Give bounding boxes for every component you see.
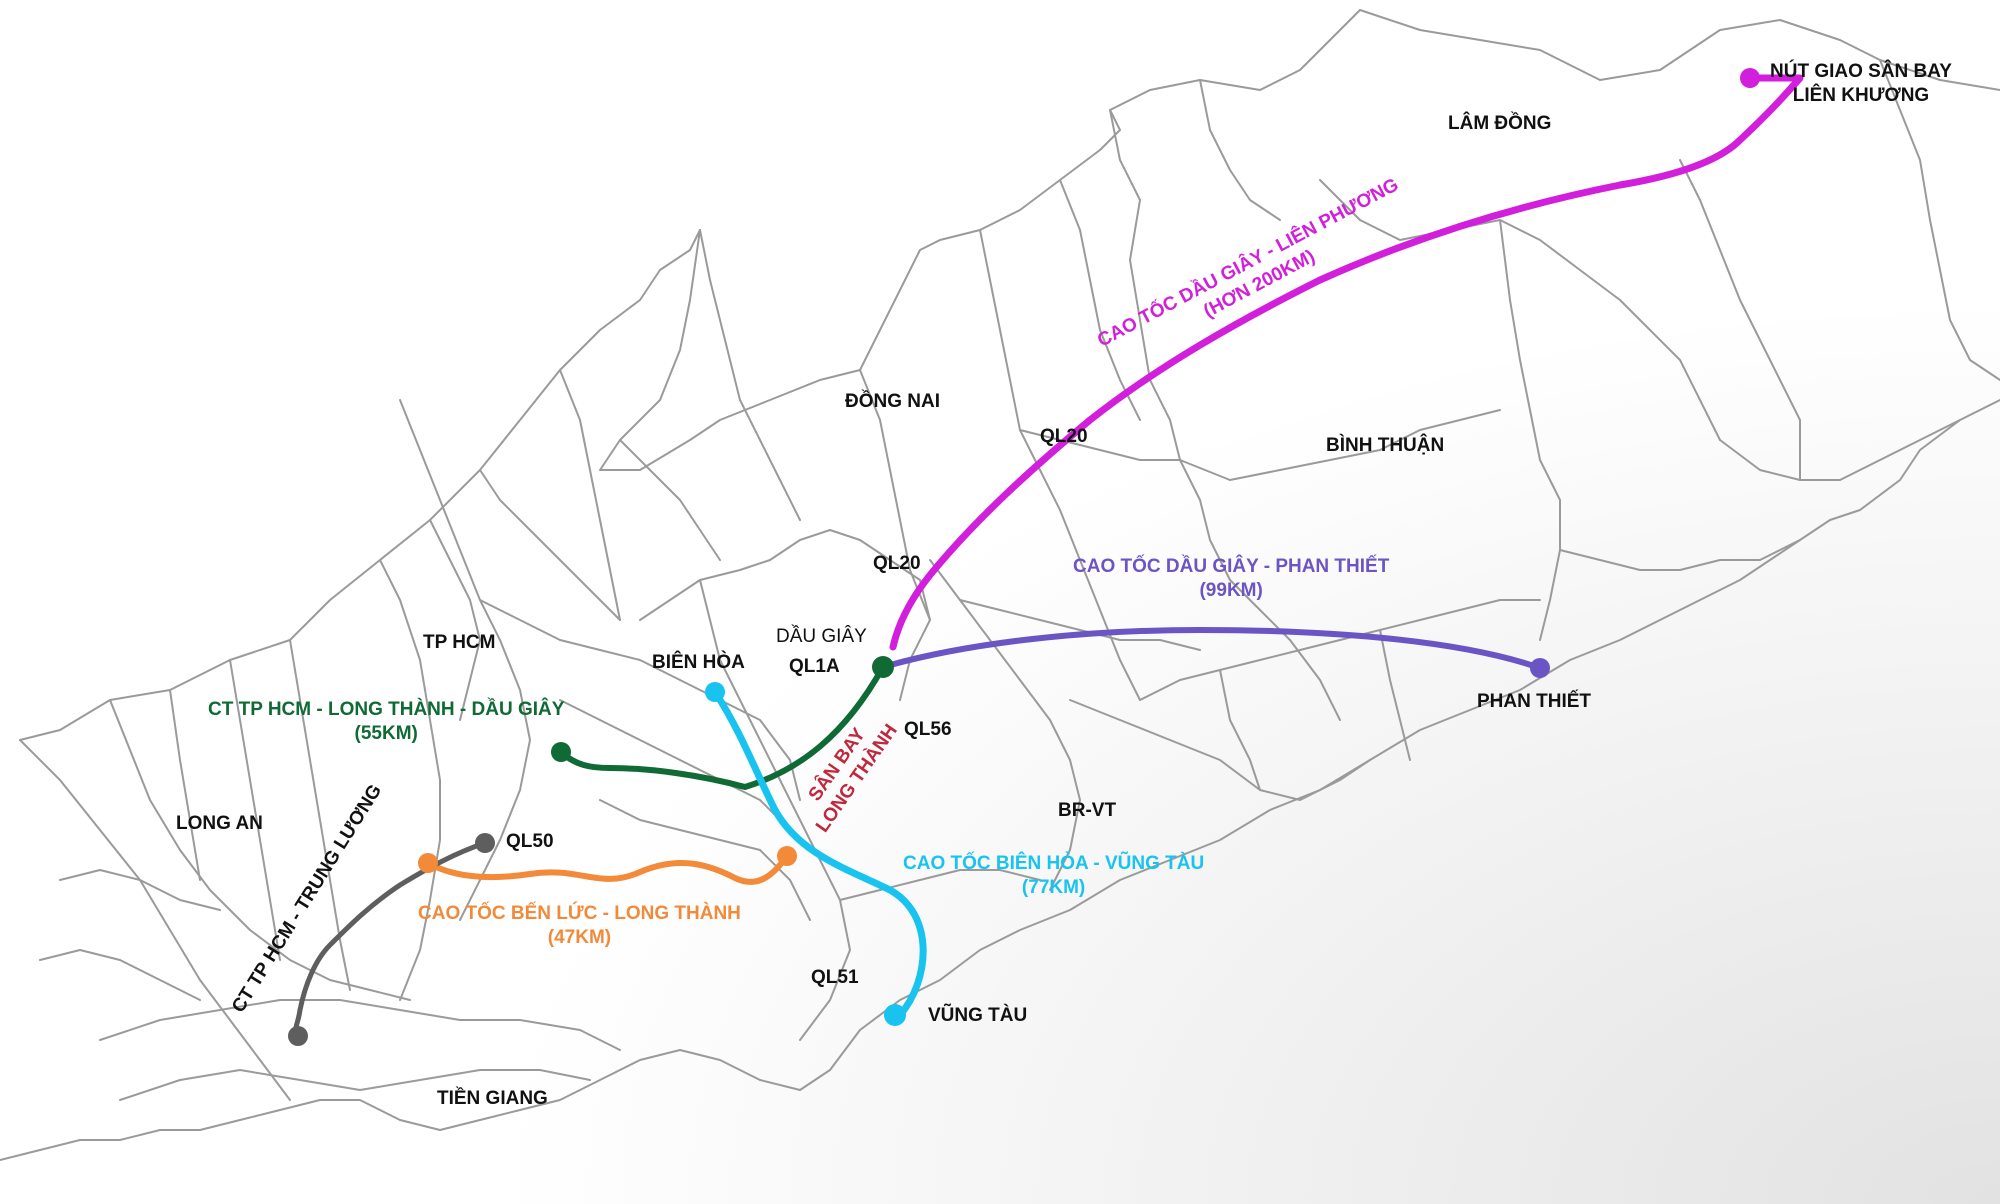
border-inner-7: [1379, 629, 1411, 761]
border-far-east: [1879, 59, 2000, 381]
lien-khuong-line1: NÚT GIAO SÂN BAY: [1770, 61, 1952, 82]
border-inner-16: [599, 799, 811, 921]
province-label-dong-nai: ĐỒNG NAI: [845, 391, 940, 412]
border-inner-4: [979, 229, 1141, 701]
route-label-bien-hoa-vung-tau: CAO TỐC BIÊN HÒA - VŨNG TÀU (77KM): [903, 852, 1204, 900]
border-dongnai-brvt: [929, 559, 1081, 891]
endpoint-vung-tau: [884, 1004, 906, 1026]
route-name-dau-giay-phan-thiet: CAO TỐC DẦU GIÂY - PHAN THIẾT: [1073, 556, 1390, 577]
route-lines: [292, 74, 1804, 1039]
place-label-dau-giay: DẦU GIÂY: [776, 625, 867, 649]
province-label-br-vt: BR-VT: [1058, 800, 1117, 821]
route-length-hcm-long-thanh-dau-giay: (55KM): [354, 722, 418, 744]
border-inner-14: [619, 439, 721, 561]
border-inner-6: [1139, 599, 1541, 701]
place-label-lien-khuong: NÚT GIAO SÂN BAY LIÊN KHƯƠNG: [1770, 60, 1952, 108]
region-outline-north: [599, 9, 1361, 471]
endpoint-dau-giay: [872, 656, 894, 678]
route-length-dau-giay-phan-thiet: (99KM): [1199, 579, 1263, 601]
border-inner-2: [699, 229, 801, 521]
south-coast: [0, 1049, 801, 1161]
route-line-dau-giay-phan-thiet: [880, 627, 1543, 671]
place-label-vung-tau: VŨNG TÀU: [928, 1005, 1028, 1026]
place-label-bien-hoa: BIÊN HÒA: [652, 652, 745, 673]
border-binhthuan-inner: [1499, 219, 1561, 641]
border-inner-9: [289, 639, 351, 991]
border-inner-22: [59, 869, 221, 911]
route-line-bien-hoa-vung-tau: [711, 688, 927, 1019]
route-line-hcm-long-thanh-dau-giay: [558, 664, 886, 790]
province-label-long-an: LONG AN: [176, 813, 263, 834]
place-label-dau-giay-text: DẦU GIÂY: [776, 626, 867, 647]
route-name-ben-luc-long-thanh: CAO TỐC BẾN LỨC - LONG THÀNH: [418, 903, 741, 924]
border-inner-15: [559, 699, 801, 841]
road-label-ql50: QL50: [506, 831, 554, 852]
road-label-ql20-upper: QL20: [1040, 426, 1088, 447]
border-inner-18: [1199, 79, 1281, 221]
border-inner-21: [839, 869, 1041, 901]
border-inner-1: [559, 369, 621, 621]
border-hcm-3: [379, 559, 441, 1001]
endpoint-hcm-long-thanh: [551, 742, 571, 762]
route-label-dau-giay-phan-thiet: CAO TỐC DẦU GIÂY - PHAN THIẾT (99KM): [1073, 555, 1389, 603]
border-inner-23: [39, 949, 201, 1001]
border-tiengiang-2: [119, 1069, 591, 1101]
border-bienhoa-2: [699, 579, 851, 1041]
border-inner-20: [959, 599, 1201, 651]
border-dongnai-binhthuan: [1229, 409, 1501, 481]
route-label-hcm-long-thanh-dau-giay: CT TP HCM - LONG THÀNH - DẦU GIÂY (55KM): [208, 698, 564, 746]
border-inner-19: [1559, 539, 1801, 571]
border-inner-12: [479, 469, 621, 621]
endpoint-ben-luc: [418, 853, 438, 873]
border-network: [0, 9, 2000, 1161]
route-line-ben-luc-long-thanh: [425, 853, 790, 885]
endpoint-trung-luong: [288, 1026, 308, 1046]
route-endpoints: [288, 68, 1760, 1046]
border-hcm-2: [479, 599, 801, 801]
border-inner-11: [169, 689, 201, 881]
province-label-binh-thuan: BÌNH THUẬN: [1326, 435, 1445, 456]
endpoint-phan-thiet: [1530, 658, 1550, 678]
border-inner-5: [1019, 429, 1231, 481]
route-name-hcm-long-thanh-dau-giay: CT TP HCM - LONG THÀNH - DẦU GIÂY: [208, 699, 565, 720]
road-label-ql1a: QL1A: [789, 656, 840, 677]
road-label-ql56: QL56: [904, 719, 952, 740]
border-lamdong-east: [1679, 159, 1801, 481]
route-length-ben-luc-long-thanh: (47KM): [547, 926, 612, 948]
border-brvt-binhthuan: [1069, 699, 1371, 801]
endpoint-long-thanh: [777, 846, 797, 866]
border-tiengiang: [99, 999, 621, 1051]
road-label-ql20-lower: QL20: [873, 553, 921, 574]
endpoint-lien-khuong: [1740, 68, 1760, 88]
endpoint-bien-hoa: [705, 682, 725, 702]
route-label-ben-luc-long-thanh: CAO TỐC BẾN LỨC - LONG THÀNH (47KM): [418, 902, 741, 950]
border-longan: [19, 739, 291, 1101]
northeast-edge: [1359, 9, 2000, 91]
border-inner-3: [859, 369, 931, 621]
lien-khuong-line2: LIÊN KHƯƠNG: [1792, 84, 1930, 106]
border-inner-13: [429, 519, 481, 721]
border-inner-10: [229, 659, 281, 961]
route-length-bien-hoa-vung-tau: (77KM): [1021, 876, 1086, 898]
province-label-tp-hcm: TP HCM: [423, 632, 496, 653]
province-label-lam-dong: LÂM ĐỒNG: [1448, 113, 1552, 134]
border-inner-17: [1059, 179, 1141, 421]
road-label-ql51: QL51: [811, 967, 859, 988]
border-inner-8: [1219, 669, 1261, 791]
east-coast: [799, 399, 2000, 1091]
province-label-tien-giang: TIỀN GIANG: [437, 1088, 548, 1109]
endpoint-ql50: [475, 833, 495, 853]
route-line-dau-giay-lien-phuong: [889, 74, 1804, 651]
route-name-bien-hoa-vung-tau: CAO TỐC BIÊN HÒA - VŨNG TÀU: [903, 853, 1205, 874]
place-label-phan-thiet: PHAN THIẾT: [1477, 691, 1591, 712]
border-hcm: [399, 399, 531, 921]
